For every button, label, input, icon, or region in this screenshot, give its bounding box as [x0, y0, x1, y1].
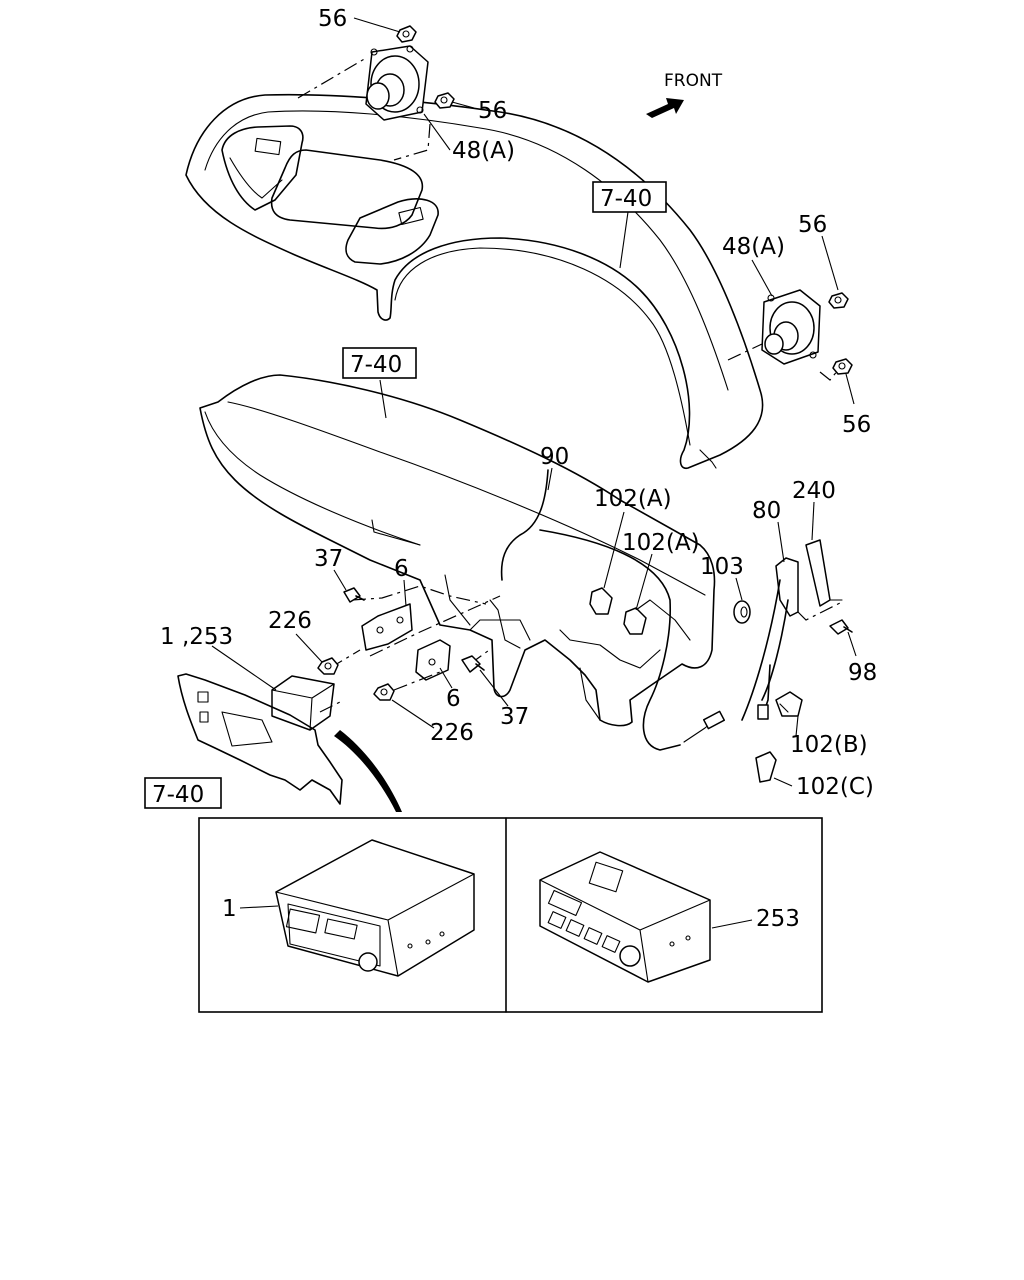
callout-nut-right-lower: 56 — [842, 412, 871, 438]
side-cover-panel — [177, 673, 343, 805]
front-arrow-icon — [646, 98, 684, 118]
nut-icon — [373, 683, 395, 701]
callout-bracket-6-upper: 6 — [394, 556, 409, 582]
antenna-rod — [741, 557, 799, 721]
nut-icon — [434, 92, 455, 109]
nut-icon — [828, 292, 849, 309]
radio-unit-253 — [539, 851, 711, 983]
callout-nut-right-upper: 56 — [798, 212, 827, 238]
bracket-6-lower — [415, 639, 451, 681]
leader-lines — [211, 17, 857, 929]
callout-speaker-left: 48(A) — [452, 138, 515, 164]
callout-nut-226-lower: 226 — [430, 720, 474, 746]
bolt-icon — [343, 587, 365, 603]
callout-radio-253: 253 — [756, 906, 800, 932]
callout-radio-combo: 1 ,253 — [160, 624, 233, 650]
front-label: FRONT — [664, 71, 723, 91]
callout-bracket-240: 240 — [792, 478, 836, 504]
callout-clip-b: 102(B) — [790, 732, 868, 758]
ref-panel-lower: 7-40 — [350, 352, 402, 378]
callout-clip-c: 102(C) — [796, 774, 874, 800]
callout-nut-top-right: 56 — [478, 98, 507, 124]
callout-screw-98: 98 — [848, 660, 877, 686]
ref-panel-upper: 7-40 — [600, 186, 652, 212]
callout-nut-top: 56 — [318, 6, 347, 32]
callout-bolt-37-upper: 37 — [314, 546, 343, 572]
clip-a2 — [623, 607, 647, 635]
bracket-6-upper — [361, 603, 413, 651]
ref-box — [592, 181, 667, 213]
upper-dash-panel — [185, 93, 764, 470]
callout-bracket-6-lower: 6 — [446, 686, 461, 712]
clip-c — [755, 751, 777, 783]
speaker-left — [365, 45, 429, 121]
bracket-240 — [805, 539, 843, 607]
callout-wire: 90 — [540, 444, 569, 470]
nut-icon — [396, 25, 417, 43]
radio-unit-installed — [271, 675, 345, 731]
lower-dash-panel — [199, 374, 716, 727]
callout-bolt-37-lower: 37 — [500, 704, 529, 730]
callout-radio-1: 1 — [222, 896, 237, 922]
callout-speaker-right: 48(A) — [722, 234, 785, 260]
speaker-right — [761, 289, 821, 365]
clip-a1 — [589, 587, 613, 615]
clip-b — [775, 691, 803, 717]
nut-icon — [317, 657, 339, 675]
bolt-icon — [461, 655, 485, 673]
callout-nut-226-upper: 226 — [268, 608, 312, 634]
ref-box — [144, 777, 222, 809]
callout-grommet: 103 — [700, 554, 744, 580]
nut-icon — [832, 358, 853, 375]
ref-box — [342, 347, 417, 379]
ref-panel-side: 7-40 — [152, 782, 204, 808]
screw-icon — [829, 619, 853, 635]
pointer-arrow — [334, 730, 402, 812]
radio-unit-1 — [275, 839, 475, 977]
callout-clip-a1: 102(A) — [594, 486, 672, 512]
callout-clip-a2: 102(A) — [622, 530, 700, 556]
grommet — [733, 600, 751, 624]
callout-antenna-rod: 80 — [752, 498, 781, 524]
